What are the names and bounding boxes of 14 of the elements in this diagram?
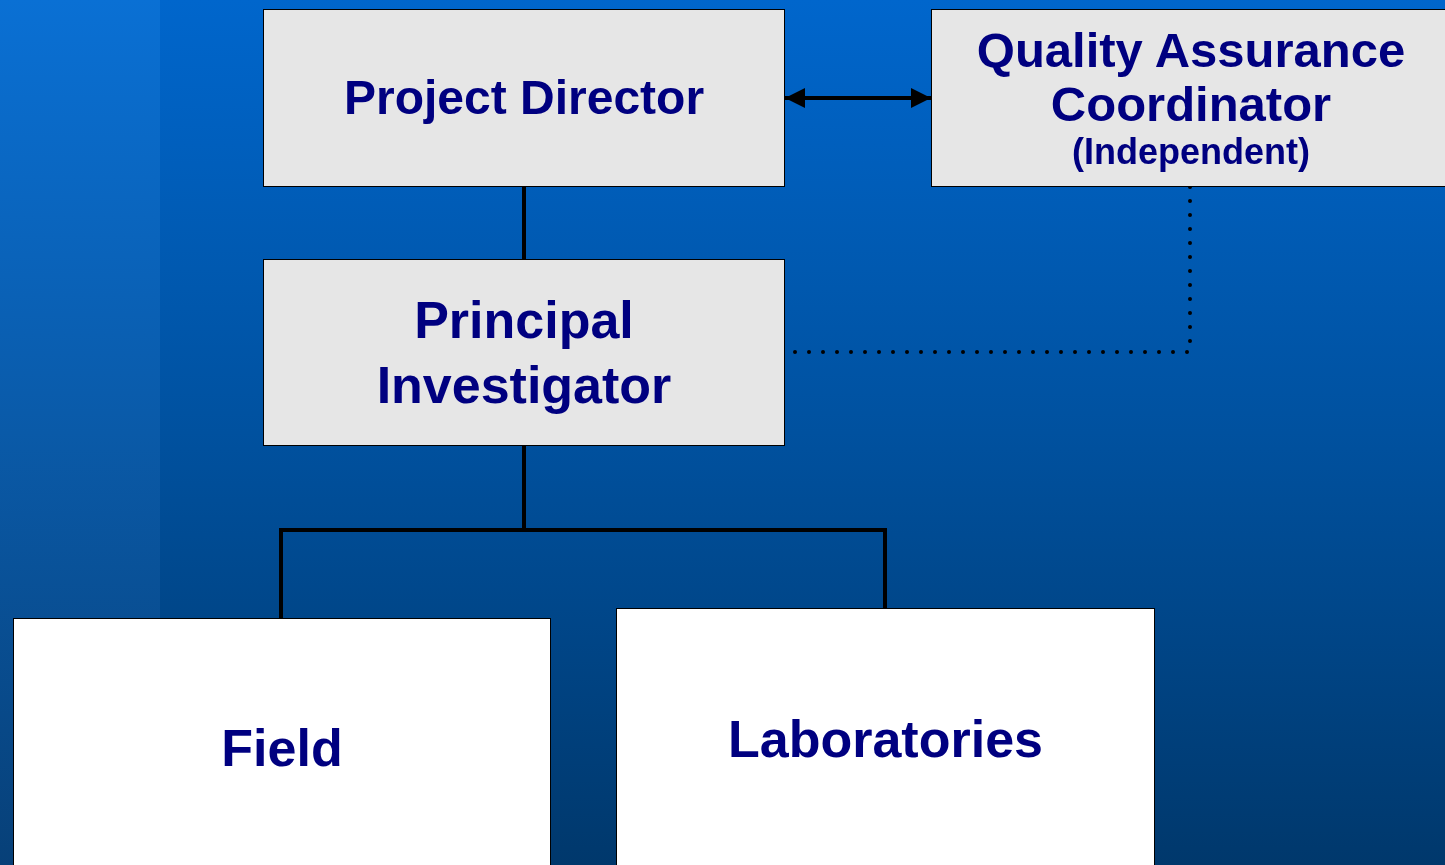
box-title: Field xyxy=(221,719,343,779)
unit-box xyxy=(616,608,1155,865)
role-box xyxy=(263,259,785,446)
unit-box xyxy=(13,618,551,865)
box-title: Principal Investigator xyxy=(375,289,673,416)
box-title: Quality Assurance Coordinator xyxy=(975,24,1407,133)
box-title: Laboratories xyxy=(728,710,1043,770)
connector-line xyxy=(522,446,887,608)
double-arrow xyxy=(785,88,931,108)
box-title: Project Director xyxy=(343,70,705,126)
box-subtitle: (Independent) xyxy=(1072,132,1310,172)
connector-line xyxy=(522,187,526,259)
role-box xyxy=(263,9,785,187)
role-box xyxy=(931,9,1445,187)
